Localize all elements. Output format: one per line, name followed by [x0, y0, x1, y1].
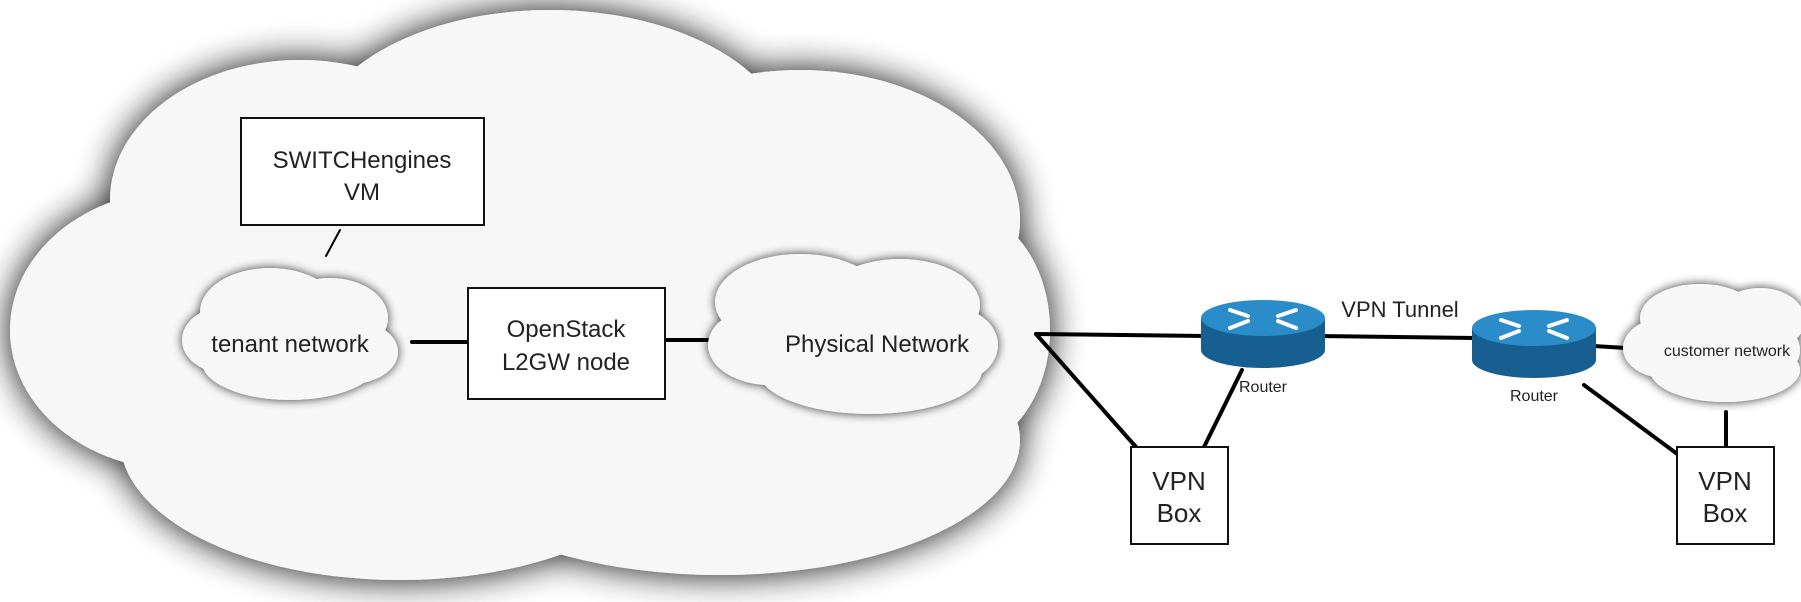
physical-router-link	[1034, 332, 1208, 338]
l2gw-label-line1: OpenStack	[507, 316, 627, 343]
router-right-node: Router	[1472, 310, 1596, 405]
vpn-box-left-line2: Box	[1157, 498, 1202, 528]
vpn-tunnel-link	[1316, 334, 1478, 340]
tenant-network-node: tenant network	[182, 268, 398, 400]
router-vpnbox-right-link	[1582, 383, 1682, 458]
customer-network-node: customer network	[1623, 284, 1801, 402]
vm-tenant-link	[325, 229, 341, 257]
l2gw-node: OpenStack L2GW node	[467, 287, 666, 400]
tenant-network-label: tenant network	[211, 331, 369, 358]
physical-network-label: Physical Network	[785, 331, 970, 358]
router-icon	[1201, 300, 1325, 368]
physical-network-node: Physical Network	[708, 254, 998, 414]
customer-network-label: customer network	[1664, 343, 1791, 360]
vm-node: SWITCHengines VM	[240, 117, 485, 226]
cloud-icon	[182, 268, 398, 400]
vm-label-line1: SWITCHengines	[273, 147, 452, 174]
router-vpnbox-link	[1202, 368, 1244, 449]
router-left-node: Router	[1201, 300, 1325, 396]
vm-label-line2: VM	[344, 179, 380, 206]
router-right-label: Router	[1510, 388, 1559, 405]
vpn-tunnel-label: VPN Tunnel	[1341, 297, 1458, 322]
cloud-icon	[708, 254, 998, 414]
connections	[325, 229, 1728, 458]
vpn-box-right-line1: VPN	[1698, 466, 1751, 496]
router-customer-link	[1592, 344, 1628, 350]
cloud-icon	[1623, 284, 1801, 402]
router-left-label: Router	[1239, 379, 1288, 396]
physical-vpnbox-link	[1034, 332, 1138, 449]
vpn-box-left-node: VPN Box	[1130, 446, 1229, 545]
l2gw-label-line2: L2GW node	[502, 349, 630, 376]
vpn-box-left-line1: VPN	[1152, 466, 1205, 496]
vpn-box-right-line2: Box	[1703, 498, 1748, 528]
router-icon	[1472, 310, 1596, 378]
vpn-box-right-node: VPN Box	[1676, 446, 1775, 545]
